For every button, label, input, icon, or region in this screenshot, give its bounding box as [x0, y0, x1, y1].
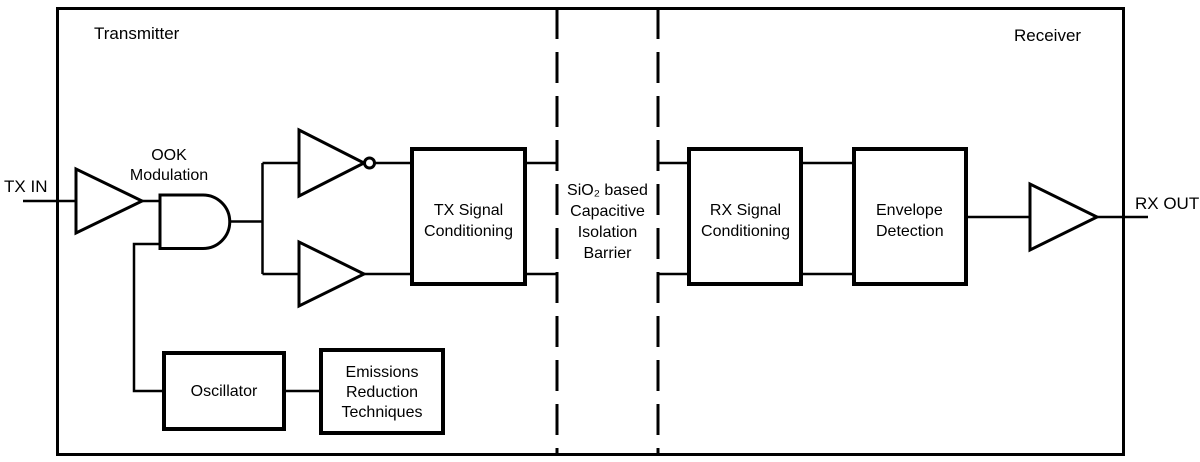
- isolation-barrier-label-line2: Capacitive: [570, 203, 645, 220]
- non-inverting-buffer-triangle: [297, 239, 368, 309]
- rx-signal-conditioning-block: [687, 147, 803, 286]
- oscillator-block: [162, 351, 286, 431]
- envelope-detection-block: [852, 147, 968, 286]
- envelope-detection-label-line2: Detection: [876, 223, 944, 240]
- ook-modulation-label-line1: OOK: [151, 147, 187, 164]
- rx-signal-conditioning-label-line1: RX Signal: [710, 202, 781, 219]
- tx-signal-conditioning-block: [410, 147, 527, 286]
- transmitter-region-label: Transmitter: [94, 24, 180, 43]
- tx-signal-conditioning-label-line1: TX Signal: [434, 202, 503, 219]
- receiver-region-label: Receiver: [1014, 26, 1081, 45]
- inverter-triangle: [297, 127, 368, 199]
- inverter-bubble: [363, 156, 376, 170]
- envelope-detection-label-line1: Envelope: [876, 202, 943, 219]
- isolation-barrier-label-line1: SiO₂ based: [567, 182, 648, 199]
- tx-in-port-label: TX IN: [4, 177, 47, 196]
- tx-signal-conditioning-label-line2: Conditioning: [424, 223, 513, 240]
- and-gate: [158, 193, 232, 250]
- rx-out-port-label: RX OUT: [1135, 194, 1199, 213]
- wire-oscillator-feedback: [132, 242, 166, 393]
- rx-signal-conditioning-label-line2: Conditioning: [701, 223, 790, 240]
- isolation-barrier-label-line3: Isolation: [578, 224, 638, 241]
- output-buffer-triangle: [1028, 181, 1101, 253]
- oscillator-label: Oscillator: [191, 383, 258, 400]
- device-boundary-box: [56, 7, 1125, 456]
- emissions-reduction-label-line1: Emissions: [346, 364, 419, 381]
- input-buffer-triangle: [74, 166, 146, 236]
- emissions-reduction-block: [319, 348, 445, 435]
- isolation-barrier-label-line4: Barrier: [583, 245, 632, 262]
- emissions-reduction-label-line3: Techniques: [342, 404, 423, 421]
- emissions-reduction-label-line2: Reduction: [346, 384, 418, 401]
- ook-modulation-label-line2: Modulation: [130, 167, 208, 184]
